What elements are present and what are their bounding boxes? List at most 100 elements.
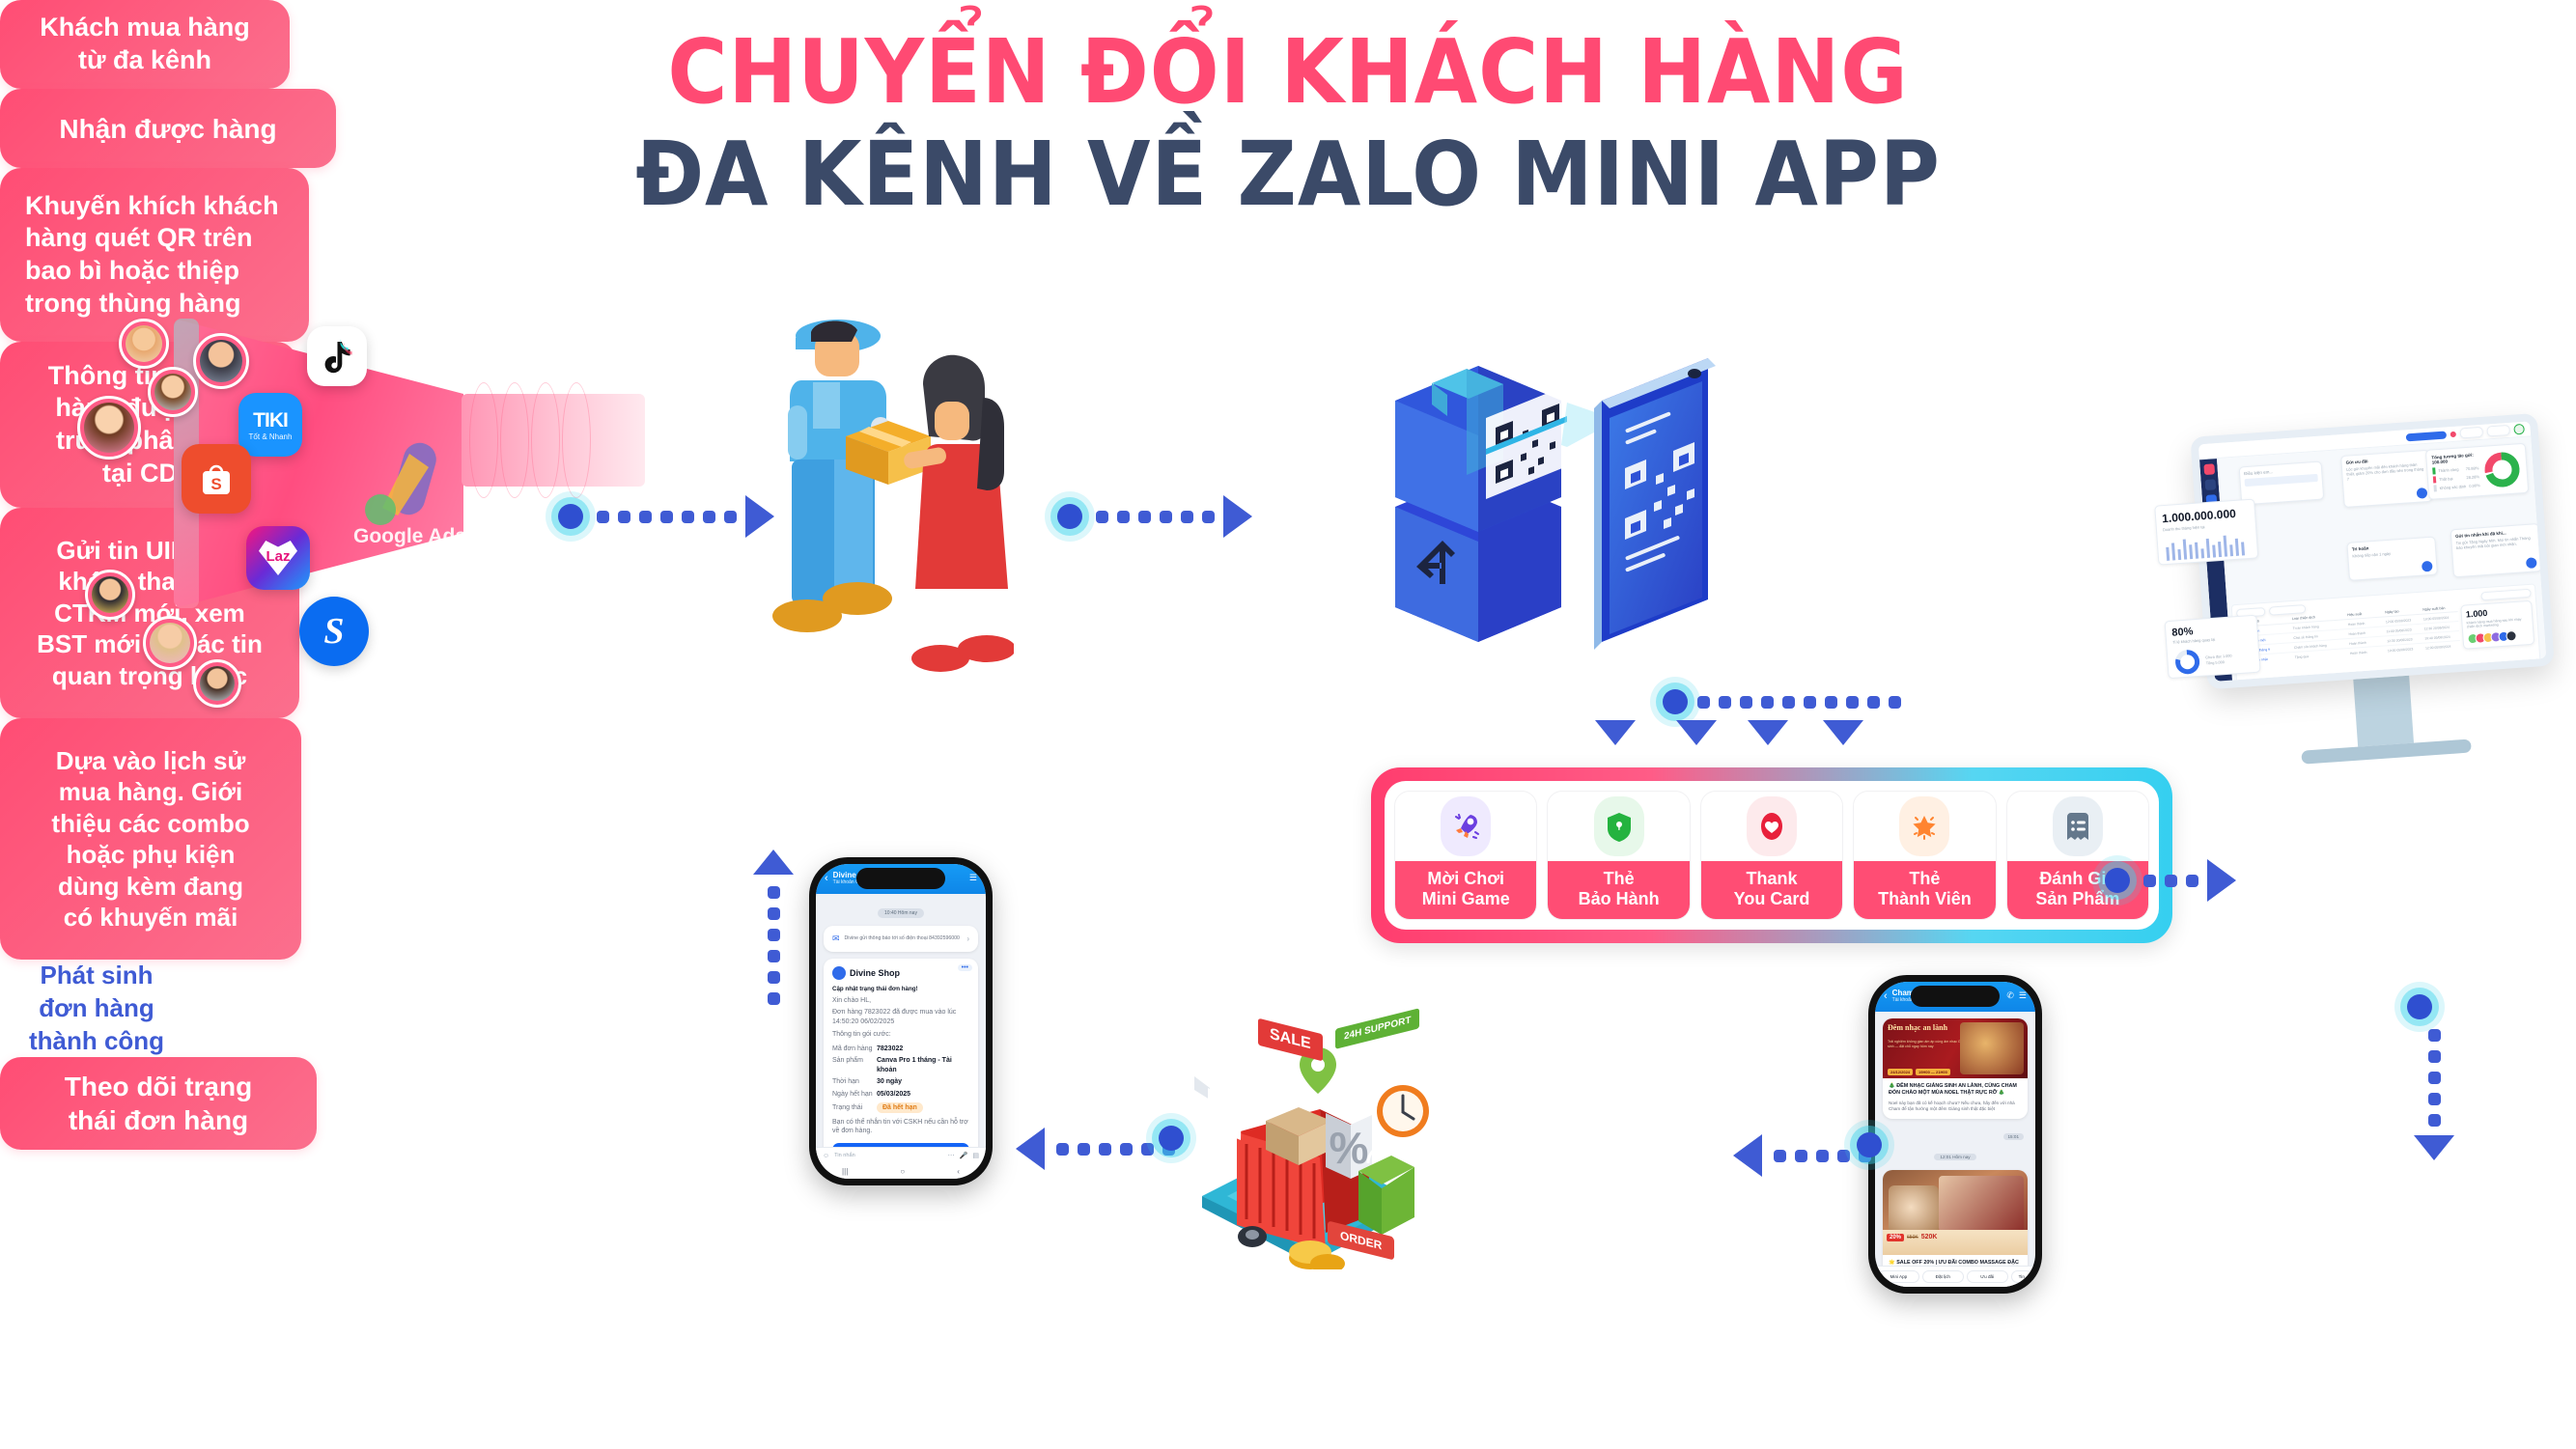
- stat-customers-sub: Khách hàng mua hàng sau khi chạy chiến d…: [2466, 617, 2522, 629]
- feature-card-warranty[interactable]: Thẻ Bảo Hành: [1547, 791, 1691, 921]
- back-icon[interactable]: ‹: [825, 872, 828, 884]
- quick-action-mini-app[interactable]: Mini App: [1878, 1270, 1919, 1283]
- google-ads-label: Google Ads: [353, 525, 467, 547]
- arrow-origin-node: [2105, 868, 2130, 893]
- phone-call-icon[interactable]: ✆: [2006, 990, 2014, 1000]
- arrow-head-down: [1595, 720, 1636, 745]
- more-options-icon[interactable]: •••: [957, 964, 972, 971]
- arrow-cdp-to-uid: [2407, 994, 2454, 1160]
- arrow-head-down: [1748, 720, 1788, 745]
- feed-post-1-time: 15:01: [2002, 1132, 2024, 1140]
- step-1-label-line1: Khách mua hàng: [40, 13, 250, 42]
- feature-card-thank-you[interactable]: Thank You Card: [1699, 791, 1844, 921]
- arrow-features-to-cdp: [2105, 859, 2236, 902]
- table-cell-type: Chia sẻ thông tin: [2293, 633, 2318, 640]
- feed-post-christmas[interactable]: Đêm nhạc an lành Trải nghiệm không gian …: [1883, 1018, 2028, 1119]
- feed-post-massage[interactable]: 20% 650K 520K 🌟 SALE OFF 20% | ƯU ĐÃI CO…: [1883, 1169, 2028, 1287]
- list-icon: [2052, 796, 2103, 856]
- feature-card-membership-line2: Thành Viên: [1878, 889, 1972, 909]
- oa-sub: Tài khoản OA: [832, 879, 863, 885]
- table-cell-d1: 19:00 05/08/2023: [2387, 646, 2414, 653]
- back-nav-icon[interactable]: ‹: [957, 1166, 960, 1176]
- message-input[interactable]: Tin nhắn: [834, 1153, 855, 1158]
- cdp-dashboard-monitor: Điều kiện em... Gửi ưu đãi Lộc gửi khuyế…: [2154, 412, 2560, 770]
- emoji-icon[interactable]: ☺: [823, 1152, 830, 1159]
- arrow-order-phone-to-top: [753, 850, 794, 1014]
- arrow-funnel-to-delivery: [558, 495, 774, 538]
- arrow-head-right: [2207, 859, 2236, 902]
- feed-post-1-body: Noel này bạn đã có kế hoạch chưa? Nếu ch…: [1889, 1100, 2015, 1111]
- arrow-head-down: [1676, 720, 1717, 745]
- quick-action-booking[interactable]: Đặt lịch: [1921, 1270, 1964, 1283]
- avatar: [119, 319, 169, 369]
- arrow-head-right: [1223, 495, 1252, 538]
- table-cell-d2: 12:00 05/08/2024: [2424, 644, 2451, 651]
- arrow-head-left: [1733, 1134, 1762, 1177]
- feature-card-mini-game[interactable]: Mời Chơi Mini Game: [1394, 791, 1538, 921]
- feed-divider-time: 12:01 Hôm nay: [1934, 1153, 1976, 1160]
- step-3-line4: trong thùng hàng: [25, 288, 241, 318]
- order-footer-note: Bạn có thể nhắn tin với CSKH nếu cần hỗ …: [832, 1118, 968, 1135]
- svg-text:S: S: [210, 475, 221, 493]
- donut-legend-0-label: Thành công: [2438, 466, 2459, 474]
- arrow-cart-to-order-phone: [1016, 1126, 1184, 1170]
- feature-card-membership[interactable]: Thẻ Thành Viên: [1853, 791, 1997, 921]
- step-6-line6: có khuyến mãi: [63, 903, 238, 932]
- table-header-2: Hiệu suất: [2346, 612, 2363, 618]
- quick-action-news[interactable]: Tin: [2010, 1270, 2032, 1283]
- table-cell-d1: 11:00 05/08/2023: [2386, 627, 2412, 633]
- arrow-delivery-to-qr: [1057, 495, 1252, 538]
- order-row-key: Ngày hết hạn: [832, 1090, 873, 1098]
- order-row-key: Sản phẩm: [832, 1057, 863, 1065]
- order-created-note-line3: thành công: [28, 1025, 165, 1055]
- menu-icon[interactable]: ☰: [968, 873, 977, 882]
- percent-sign: %: [1330, 1123, 1369, 1173]
- order-row-key: Mã đơn hàng: [832, 1045, 873, 1052]
- step-7-line1: Theo dõi trạng: [64, 1072, 253, 1102]
- avatar: [148, 367, 198, 417]
- banner-date: 24/12/2024: [1888, 1069, 1914, 1075]
- chevron-right-icon[interactable]: ›: [966, 934, 969, 943]
- more-icon[interactable]: ⋯: [947, 1153, 955, 1159]
- page-title: CHUYỂN ĐỔI KHÁCH HÀNG ĐA KÊNH VỀ ZALO MI…: [0, 27, 2576, 220]
- donut-title: Tổng tương tác gửi: 100.000: [2431, 452, 2474, 465]
- arrow-origin-node: [1159, 1126, 1184, 1151]
- order-row-value: 7823022: [877, 1045, 904, 1052]
- chat-time-chip: 10:40 Hôm nay: [878, 908, 924, 918]
- table-header-3: Ngày tạo: [2385, 609, 2399, 615]
- table-cell-perf: Hoàn thành: [2348, 630, 2366, 636]
- back-icon[interactable]: ‹: [1884, 989, 1888, 1002]
- microphone-icon[interactable]: 🎤: [959, 1153, 968, 1159]
- feature-card-review-line2: Sản Phẩm: [2035, 889, 2120, 909]
- notice-card[interactable]: ✉ Divine gửi thông báo tới số điện thoại…: [824, 926, 978, 952]
- notification-icon: ✉: [832, 933, 840, 943]
- arrow-origin-node: [1663, 689, 1688, 714]
- tiki-logo-label: TIKI: [253, 408, 289, 432]
- table-cell-perf: Hoàn thành: [2347, 621, 2366, 627]
- lazada-logo-label: Laz: [266, 547, 291, 565]
- home-nav-icon[interactable]: ○: [900, 1166, 906, 1176]
- feature-card-review[interactable]: Đánh Giá Sản Phẩm: [2005, 791, 2150, 921]
- feature-card-thank-you-line1: Thank: [1746, 869, 1798, 888]
- table-cell-type: Tặng quà: [2294, 654, 2310, 659]
- quick-action-promo[interactable]: Ưu đãi: [1966, 1270, 2008, 1283]
- donut-legend-0-value: 70.88%: [2465, 465, 2479, 472]
- image-icon[interactable]: ▤: [972, 1153, 979, 1159]
- menu-icon[interactable]: ☰: [2018, 990, 2027, 1000]
- step-3-label: Khuyến khích khách hàng quét QR trên bao…: [0, 168, 309, 342]
- order-status-screen: ‹ Divine ● Tài khoản OA ☰ 10:40 Hôm nay …: [816, 864, 986, 1179]
- table-cell-d2: 12:30 20/06/2024: [2423, 625, 2450, 631]
- zalo-logo: S: [299, 597, 369, 666]
- recents-nav-icon[interactable]: |||: [842, 1166, 849, 1176]
- ring-label-unread: Chưa đọc 1.000: [2205, 654, 2232, 660]
- order-body: Đơn hàng 7823022 đã được mua vào lúc 14:…: [832, 1009, 957, 1025]
- donut-chart: [2484, 452, 2520, 488]
- order-greeting: Xin chào HL,: [832, 997, 872, 1004]
- feature-card-warranty-line2: Bảo Hành: [1578, 889, 1660, 909]
- delivery-illustration: [734, 309, 1016, 676]
- arrow-head-right: [745, 495, 774, 538]
- arrow-origin-node: [1857, 1132, 1882, 1157]
- status-badge: Đã hết hạn: [877, 1101, 923, 1113]
- tiki-logo-sub: Tốt & Nhanh: [248, 432, 293, 441]
- feature-card-membership-line1: Thẻ: [1909, 869, 1941, 888]
